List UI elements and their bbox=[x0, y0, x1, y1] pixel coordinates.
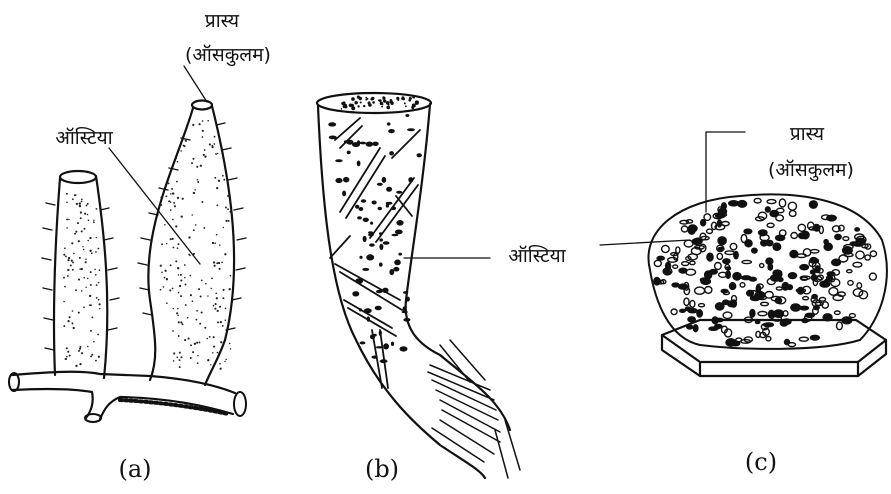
a-ostia-label: ऑस्टिया bbox=[55, 126, 113, 149]
c-osculum-sublabel: (ऑसकुलम) bbox=[768, 159, 854, 182]
a-caption: (a) bbox=[118, 455, 151, 483]
sponge-b bbox=[317, 93, 520, 478]
sponge-a bbox=[9, 66, 246, 422]
a-osculum-label: प्रास्य bbox=[205, 10, 240, 32]
b-ostia-label: ऑस्टिया bbox=[508, 244, 566, 267]
b-caption: (b) bbox=[365, 455, 399, 483]
a-osculum-sublabel: (ऑसकुलम) bbox=[185, 44, 271, 67]
c-osculum-label: प्रास्य bbox=[790, 123, 825, 145]
c-caption: (c) bbox=[745, 448, 777, 476]
